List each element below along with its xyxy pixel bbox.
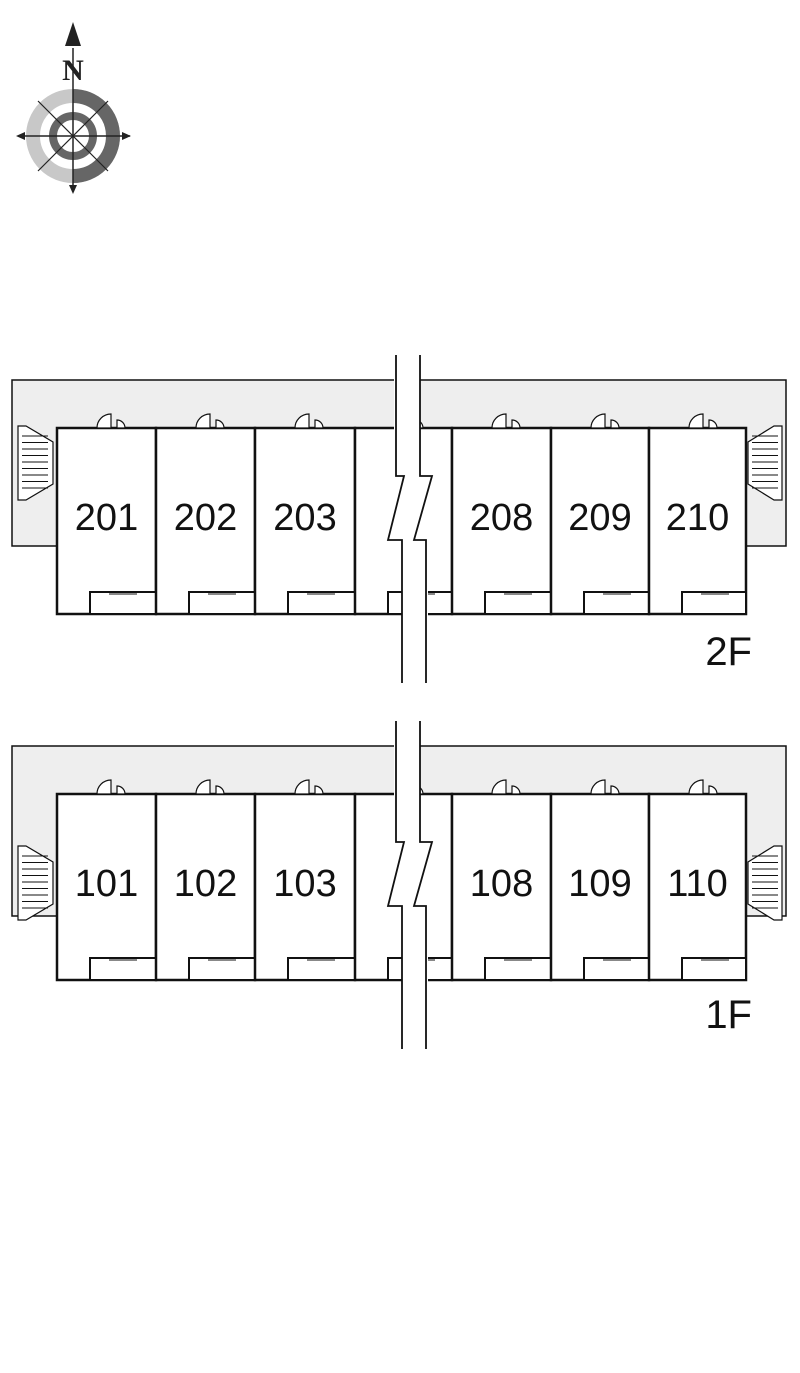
door-icon [294, 779, 324, 795]
door-icon [195, 413, 225, 429]
unit-110: 110 [647, 779, 748, 982]
door-icon [688, 779, 718, 795]
stairs-left [17, 845, 54, 921]
compass-north-label: N [62, 54, 84, 87]
unit-number: 110 [667, 863, 728, 905]
floor-plans: 201 202 203 208 209 210 2F 101 102 103 108 109 110 1F [11, 355, 787, 1049]
floor-label: 2F [705, 630, 752, 674]
break-line [386, 355, 434, 683]
unit-209: 209 [549, 413, 651, 616]
door-icon [491, 779, 521, 795]
stairs-left [17, 425, 54, 501]
door-icon [491, 413, 521, 429]
unit-201: 201 [55, 413, 158, 616]
unit-number: 102 [174, 863, 237, 905]
stairs-right [747, 425, 783, 501]
break-line [386, 721, 434, 1049]
door-icon [96, 779, 126, 795]
unit-number: 101 [75, 863, 138, 905]
unit-203: 203 [253, 413, 357, 616]
unit-109: 109 [549, 779, 651, 982]
compass-rose-icon: N [16, 22, 131, 194]
unit-102: 102 [154, 779, 257, 982]
unit-103: 103 [253, 779, 357, 982]
door-icon [590, 413, 620, 429]
unit-202: 202 [154, 413, 257, 616]
door-icon [590, 779, 620, 795]
unit-number: 202 [174, 497, 237, 539]
unit-number: 203 [273, 497, 336, 539]
unit-number: 209 [568, 497, 631, 539]
door-icon [195, 779, 225, 795]
unit-208: 208 [450, 413, 553, 616]
floor-plan-2F: 201 202 203 208 209 210 2F [11, 355, 787, 683]
unit-number: 210 [666, 497, 729, 539]
unit-108: 108 [450, 779, 553, 982]
unit-101: 101 [55, 779, 158, 982]
door-icon [294, 413, 324, 429]
unit-number: 208 [470, 497, 533, 539]
stairs-right [747, 845, 783, 921]
unit-number: 108 [470, 863, 533, 905]
unit-number: 201 [75, 497, 138, 539]
unit-number: 109 [568, 863, 631, 905]
unit-210: 210 [647, 413, 748, 616]
floor-plan-1F: 101 102 103 108 109 110 1F [11, 721, 787, 1049]
door-icon [688, 413, 718, 429]
door-icon [96, 413, 126, 429]
floor-label: 1F [705, 993, 752, 1037]
unit-number: 103 [273, 863, 336, 905]
